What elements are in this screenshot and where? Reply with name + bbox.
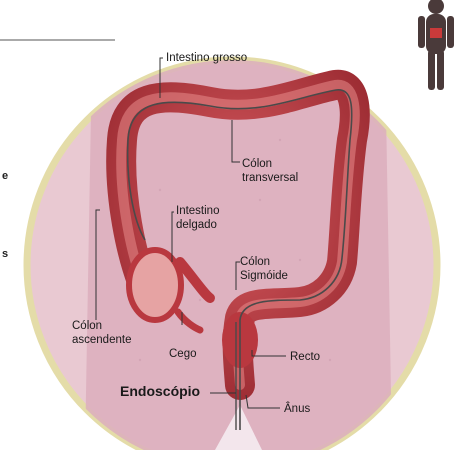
label-recto: Recto: [290, 350, 320, 364]
human-figure-colon-marker: [430, 28, 442, 38]
human-figure-icon: [418, 0, 454, 90]
label-anus: Ânus: [284, 402, 310, 416]
label-endoscopio: Endoscópio: [120, 384, 200, 398]
label-intestino-delgado: Intestino delgado: [176, 204, 219, 232]
label-colon-sigmoide: Cólon Sigmóide: [240, 255, 288, 283]
label-cego: Cego: [169, 347, 197, 361]
label-colon-transversal: Cólon transversal: [242, 157, 298, 185]
side-text-fragment-1: e: [2, 170, 8, 182]
label-colon-ascendente: Cólon ascendente: [72, 319, 131, 347]
side-text-fragment-2: s: [2, 248, 8, 260]
label-intestino-grosso: Intestino grosso: [166, 51, 247, 65]
